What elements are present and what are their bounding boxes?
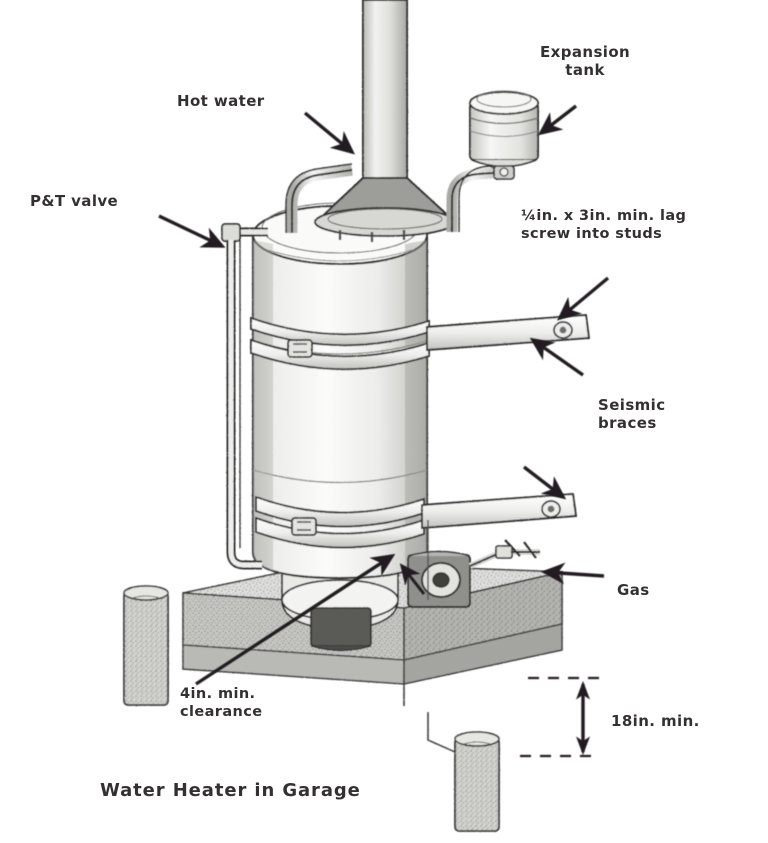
- label-hot-water: Hot water: [177, 92, 265, 110]
- label-expansion-tank: Expansion tank: [540, 43, 631, 80]
- label-height-min: 18in. min.: [611, 712, 700, 730]
- label-lag-screw: ¼in. x 3in. min. lag screw into studs: [521, 208, 687, 242]
- platform-framing: [403, 684, 456, 753]
- leader-arrows: [158, 104, 610, 686]
- support-pier-left: [123, 585, 169, 706]
- upper-strap-bracket: [426, 313, 591, 352]
- label-clearance: 4in. min. clearance: [180, 686, 263, 720]
- lower-seismic-strap: [255, 492, 578, 549]
- arrow-pt-valve: [158, 214, 226, 248]
- support-pier-right: [454, 731, 500, 832]
- upper-seismic-strap: [250, 313, 591, 371]
- pt-discharge-pipe: [226, 240, 262, 570]
- flue-pipe: [313, 0, 458, 242]
- figure-caption: Water Heater in Garage: [100, 780, 361, 801]
- arrow-seismic-upper: [529, 337, 584, 377]
- label-pt-valve: P&T valve: [30, 192, 119, 210]
- arrow-hot-water: [303, 111, 356, 155]
- gas-supply-line: [468, 539, 540, 569]
- arrow-lag-screw: [556, 276, 610, 321]
- arrow-expansion-tank: [537, 104, 578, 136]
- lower-strap-bracket: [421, 492, 578, 530]
- arrow-clearance-secondary: [399, 563, 426, 595]
- arrow-seismic-lower: [522, 465, 567, 500]
- dimension-arrow: [520, 676, 608, 758]
- upper-strap-buckle: [287, 339, 313, 358]
- pt-relief-valve: [221, 223, 268, 242]
- label-gas: Gas: [617, 581, 650, 599]
- hot-water-pipe: [285, 163, 353, 233]
- arrow-clearance: [195, 553, 396, 686]
- expansion-tank: [469, 90, 539, 180]
- arrow-gas: [541, 562, 605, 585]
- label-seismic-braces: Seismic braces: [598, 396, 666, 433]
- gas-control-valve: [407, 550, 471, 608]
